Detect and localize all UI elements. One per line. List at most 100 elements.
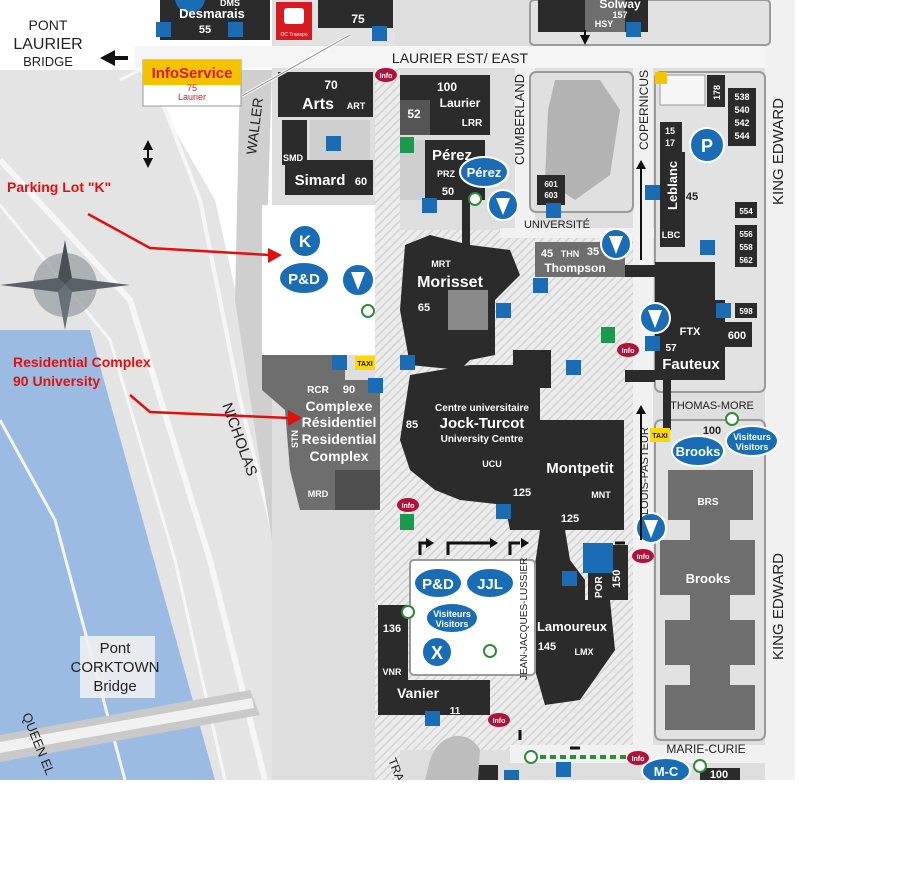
corktown-bridge-label: Bridge <box>93 678 136 695</box>
label-thn-35: 35 <box>587 246 599 258</box>
label-solway-no: 157 <box>612 10 627 20</box>
badge-p-label: P <box>701 136 713 156</box>
laurier-bridge-name: LAURIER <box>13 36 82 53</box>
street-thomas-more: THOMAS-MORE <box>670 400 754 412</box>
label-vnr: VNR <box>382 667 402 677</box>
corktown-pont: Pont <box>100 640 132 657</box>
label-university-centre: University Centre <box>441 434 524 445</box>
label-598: 598 <box>739 307 753 316</box>
label-mrt: MRT <box>431 259 451 269</box>
bus-stop-sign <box>583 543 613 573</box>
building-lamoureux <box>530 530 615 705</box>
label-thompson: Thompson <box>544 261 605 275</box>
label-mrt-no: 65 <box>418 302 430 314</box>
badge-k <box>288 224 322 258</box>
label-dms: DMS <box>220 0 240 8</box>
label-ucu: UCU <box>482 459 502 469</box>
badge-mc <box>641 757 691 780</box>
label-vanier-no: 11 <box>450 706 461 717</box>
label-laurier-100: 100 <box>437 80 457 94</box>
label-556: 556 <box>739 230 753 239</box>
label-residentiel: Résidentiel <box>302 414 377 430</box>
building-simard <box>285 160 373 195</box>
infoservice-street: Laurier <box>178 92 206 102</box>
street-transitway: TRA <box>385 756 407 780</box>
badge-x <box>421 636 453 668</box>
label-montpetit: Montpetit <box>546 460 613 477</box>
street-waller: WALLER <box>243 97 266 156</box>
badge-perez <box>459 156 509 188</box>
label-residential: Residential <box>302 431 377 447</box>
label-jock-turcot: Jock-Turcot <box>440 415 525 432</box>
label-hsy: HSY <box>595 19 614 29</box>
label-562: 562 <box>739 256 753 265</box>
campus-map[interactable]: PONT LAURIER BRIDGE Pont CORKTOWN Bridge… <box>0 0 795 780</box>
building-arts <box>278 72 373 117</box>
street-laurier: LAURIER EST/ EAST <box>392 50 529 66</box>
laurier-bridge-pont: PONT <box>29 17 68 33</box>
label-15: 15 <box>665 126 675 136</box>
king-edward-street <box>765 0 795 780</box>
badge-visitors-fr: Visiteurs <box>733 432 771 442</box>
label-arts-no: 70 <box>324 78 338 92</box>
label-brs: BRS <box>697 497 718 508</box>
taxi-sign <box>355 356 375 370</box>
label-simard: Simard <box>295 172 346 189</box>
label-100-bottom: 100 <box>710 769 728 780</box>
building-residential-complex <box>262 355 380 510</box>
label-mnt: MNT <box>591 490 611 500</box>
label-lmx: LMX <box>575 647 594 657</box>
compass-icon <box>0 240 130 330</box>
building-brooks <box>660 470 755 730</box>
badge-visitors-jjl <box>425 602 479 634</box>
corktown-name: CORKTOWN <box>71 659 160 676</box>
label-solway: Solway <box>599 0 641 11</box>
label-complex: Complex <box>309 448 368 464</box>
info-label: Info <box>402 503 415 510</box>
infoservice-brand: InfoService <box>152 65 233 82</box>
label-554: 554 <box>739 207 753 216</box>
label-601: 601 <box>544 180 558 189</box>
badge-pd-jjl-label: P&D <box>422 576 454 593</box>
taxi-label: TAXI <box>357 361 372 368</box>
label-centre-universitaire: Centre universitaire <box>435 403 529 414</box>
street-universite: UNIVERSITÉ <box>524 218 590 231</box>
badge-k-label: K <box>299 232 312 251</box>
annotation-residential-2: 90 University <box>13 373 101 389</box>
label-thn: THN <box>561 249 580 259</box>
info-label: Info <box>632 756 645 763</box>
label-75: 75 <box>351 12 365 26</box>
badge-visitors-jjl-en: Visitors <box>436 619 469 629</box>
label-prz: PRZ <box>437 169 456 179</box>
label-52: 52 <box>407 107 421 121</box>
label-stn: STN <box>290 430 300 448</box>
building-jock-turcot <box>400 365 560 530</box>
canal-river <box>0 330 215 780</box>
badge-brooks <box>671 435 725 467</box>
label-brooks-100: 100 <box>703 425 721 437</box>
annotation-lot-k: Parking Lot "K" <box>7 179 112 195</box>
info-label: Info <box>622 348 635 355</box>
label-136: 136 <box>383 623 401 635</box>
map-canvas: PONT LAURIER BRIDGE Pont CORKTOWN Bridge… <box>0 0 795 780</box>
oc-transpo-label: OC Transpo <box>281 32 308 38</box>
info-label: Info <box>380 73 393 80</box>
label-ucu-no: 125 <box>513 487 531 499</box>
label-lrr: LRR <box>462 118 483 129</box>
street-copernicus: COPERNICUS <box>637 70 651 150</box>
accessibility-icons <box>156 22 731 780</box>
badge-pd <box>278 261 330 295</box>
info-label: Info <box>637 554 650 561</box>
building-75 <box>318 0 393 28</box>
label-rcr-no: 90 <box>343 384 355 396</box>
arrow-left-icon <box>100 50 128 66</box>
street-king-edward-bottom: KING EDWARD <box>770 553 787 660</box>
label-thn-45: 45 <box>541 248 553 260</box>
label-rcr: RCR <box>307 385 329 396</box>
label-arts: Arts <box>302 96 334 113</box>
infoservice-number: 75 <box>187 83 197 93</box>
badge-pd-jjl <box>413 567 463 599</box>
label-558: 558 <box>739 243 753 252</box>
info-label: Info <box>493 718 506 725</box>
taxi-label-2: TAXI <box>652 433 667 440</box>
